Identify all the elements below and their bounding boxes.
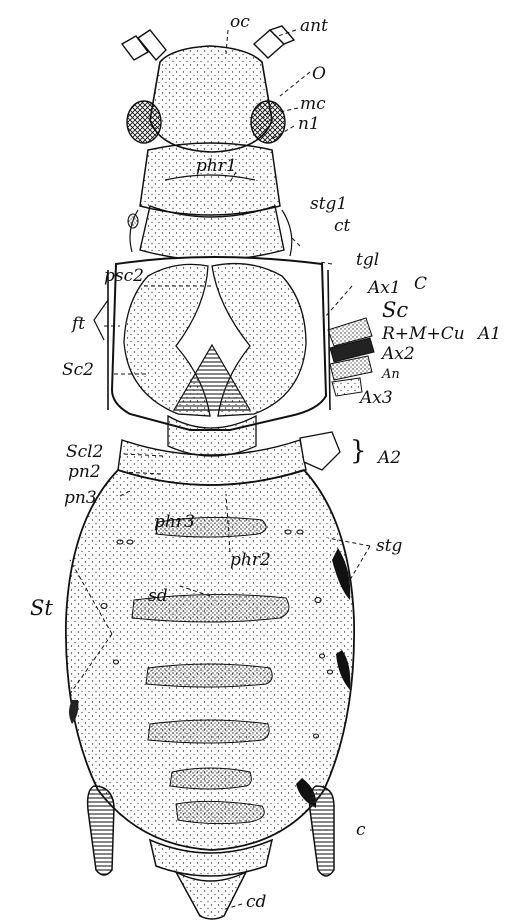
label-phr3: phr3	[154, 514, 195, 531]
label-ant: ant	[300, 18, 328, 35]
label-a1: A1	[478, 326, 501, 343]
label-c-cerci: c	[356, 822, 366, 839]
label-scl2: Scl2	[66, 444, 103, 461]
label-psc2: psc2	[104, 268, 144, 285]
label-tgl: tgl	[356, 252, 379, 269]
cauda	[176, 872, 246, 919]
hind-wing-base	[300, 432, 340, 470]
label-c-wing: C	[414, 276, 427, 293]
label-ax1: Ax1	[368, 280, 401, 297]
label-rmcu: R+M+Cu	[382, 326, 465, 343]
label-ct: ct	[334, 218, 350, 235]
label-ft: ft	[72, 316, 85, 333]
label-phr2: phr2	[230, 552, 271, 569]
label-pn2: pn2	[68, 464, 101, 481]
label-sc2: Sc2	[62, 362, 94, 379]
label-oc: oc	[230, 14, 250, 31]
label-an: An	[382, 368, 400, 381]
label-ax3: Ax3	[360, 390, 393, 407]
compound-eye-right	[251, 101, 285, 143]
cercus-left	[88, 786, 114, 875]
label-mc: mc	[300, 96, 326, 113]
label-cd: cd	[246, 894, 266, 911]
label-stg1: stg1	[310, 196, 347, 213]
pronotum	[140, 143, 280, 215]
label-pn3: pn3	[64, 490, 97, 507]
label-sc-wing: Sc	[382, 300, 408, 321]
label-n1: n1	[298, 116, 320, 133]
label-a2: A2	[378, 450, 401, 467]
label-ax2: Ax2	[382, 346, 415, 363]
antenna-left	[122, 30, 166, 60]
label-stg: stg	[376, 538, 402, 555]
cercus-right	[310, 786, 334, 876]
wing-base-right	[328, 318, 374, 396]
compound-eye-left	[127, 101, 161, 143]
antenna-right	[254, 26, 294, 58]
label-phr1: phr1	[196, 158, 237, 175]
label-st: St	[30, 598, 53, 619]
label-sd: sd	[148, 588, 168, 605]
head-capsule	[150, 46, 272, 152]
label-o: O	[312, 66, 326, 83]
